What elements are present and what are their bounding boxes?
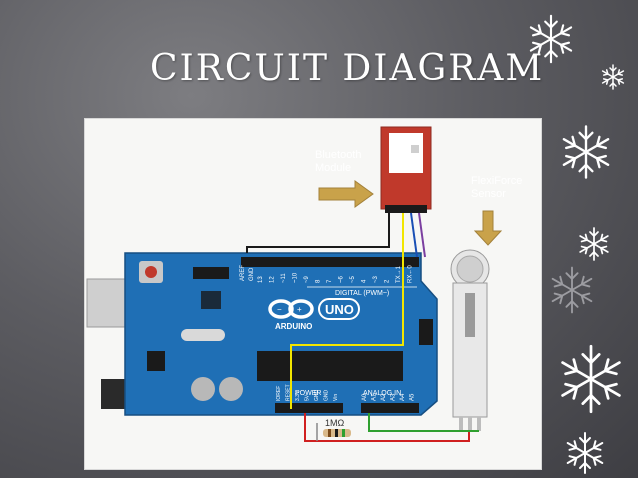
pin-label: 4 — [362, 279, 368, 283]
pin-label: 3.3V — [295, 390, 301, 401]
pin-label: A2 — [381, 393, 387, 401]
wire-red — [304, 413, 470, 442]
digital-header-label: DIGITAL (PWM~) — [335, 290, 389, 297]
pin-label: 12 — [270, 276, 276, 283]
wire-black — [246, 213, 390, 253]
analog-header — [361, 403, 419, 413]
pin-label: IOREF — [276, 386, 282, 401]
svg-text:+: + — [297, 305, 302, 314]
wire-blue — [410, 212, 418, 258]
resistor-label: 1MΩ — [325, 418, 345, 428]
pin-label: ~5 — [350, 275, 356, 283]
pin-label: 7 — [327, 279, 333, 283]
arduino-logo: − + — [268, 299, 314, 319]
wire-green — [368, 413, 479, 432]
gnd-label: GND — [249, 267, 255, 281]
page-title: CIRCUIT DIAGRAM — [150, 48, 545, 89]
flexiforce-sensor — [450, 249, 490, 431]
pin-label: ~9 — [304, 275, 310, 283]
pin-label: A0 — [362, 393, 368, 401]
pin-label: GND — [314, 390, 320, 402]
pin-label: ~11 — [281, 273, 287, 283]
snowflake-icon — [564, 432, 606, 474]
power-header-label: POWER — [295, 390, 321, 397]
icsp-header-top — [193, 267, 229, 279]
flexiforce-sensor-label: FlexiForce Sensor — [471, 175, 523, 200]
icsp-header-right — [419, 319, 433, 345]
microcontroller — [257, 351, 403, 381]
pin-label: RX←0 — [408, 265, 414, 283]
digital-header — [241, 257, 419, 267]
snowflake-icon — [559, 125, 613, 179]
pin-label: ~6 — [339, 275, 345, 283]
capacitor-1 — [191, 377, 215, 401]
crystal — [181, 329, 225, 341]
pin-label: 5V — [305, 394, 311, 401]
snowflake-icon — [548, 266, 596, 314]
digital-pin-labels: 13 12 ~11 ~10 ~9 8 7 ~6 ~5 4 ~3 2 TX→1 RX←0 — [258, 265, 414, 283]
resistor — [323, 429, 351, 437]
capacitor-2 — [219, 377, 243, 401]
snowflake-icon — [526, 14, 576, 64]
pin-label: ~3 — [373, 275, 379, 283]
pin-label: Vin — [333, 394, 339, 401]
bluetooth-module-label: Bluetooth Module — [315, 149, 362, 174]
snowflake-icon — [577, 227, 611, 261]
pin-label: A1 — [372, 393, 378, 401]
usb-chip — [201, 291, 221, 309]
pin-label: A5 — [410, 393, 416, 401]
pin-label: 2 — [385, 279, 391, 283]
uno-badge — [318, 298, 360, 320]
arduino-label: ARDUINO — [275, 322, 312, 331]
bluetooth-arrow — [318, 180, 374, 208]
uno-label: UNO — [325, 302, 354, 317]
sensor-arrow — [473, 210, 503, 246]
power-header — [275, 403, 343, 413]
snowflake-icon — [600, 64, 626, 90]
svg-text:−: − — [277, 305, 282, 314]
pin-label: TX→1 — [396, 265, 402, 283]
aref-label: AREF — [240, 265, 246, 281]
usb-port — [86, 278, 126, 328]
wire-yellow — [290, 213, 404, 409]
snowflake-icon — [556, 344, 626, 414]
pin-label: 8 — [316, 279, 322, 283]
pin-label: GND — [324, 390, 330, 402]
pin-label: ~10 — [293, 272, 299, 283]
pin-label: A3 — [391, 393, 397, 401]
pin-label: 13 — [258, 276, 264, 283]
wire-purple — [418, 212, 426, 258]
voltage-regulator — [147, 351, 165, 371]
analog-header-label: ANALOG IN — [363, 390, 401, 397]
pin-label: RESET — [286, 384, 292, 401]
pin-label: A4 — [400, 393, 406, 401]
